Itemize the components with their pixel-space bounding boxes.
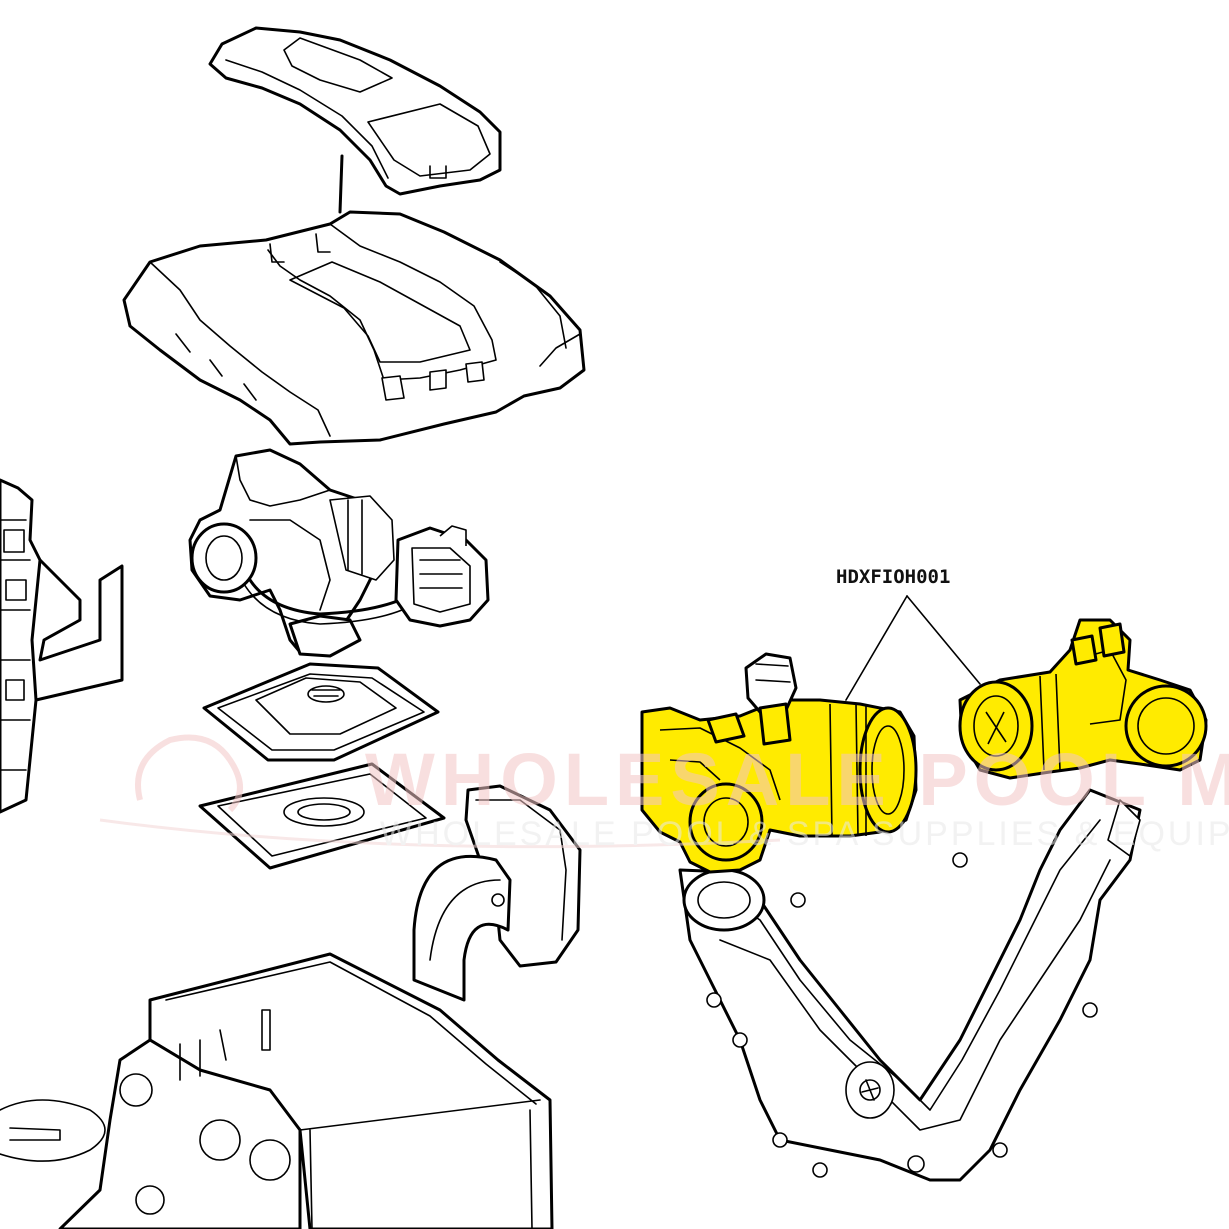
water-manifold-part (678, 788, 1142, 1182)
leader-line-right (906, 595, 981, 685)
part-number-label: HDXFIOH001 (836, 566, 950, 588)
burner-tray-part (202, 662, 440, 762)
heat-exchanger-cabinet-part (0, 952, 554, 1229)
control-board-part (0, 478, 124, 814)
inlet-outlet-header-right-part (958, 618, 1208, 780)
leader-line-left (845, 595, 908, 701)
watermark-brand: WHOLESALE POOL MART (365, 738, 1229, 821)
top-access-panel-part (208, 26, 502, 214)
watermark: WHOLESALE POOL MART WHOLESALE POOL & SPA… (99, 734, 1229, 853)
burner-gasket-part (198, 762, 446, 870)
cabinet-cover-part (122, 210, 586, 446)
watermark-tagline: WHOLESALE POOL & SPA SUPPLIES & EQUIPMEN… (380, 815, 1229, 853)
exhaust-elbow-part (412, 784, 582, 1002)
blower-assembly-part (188, 448, 490, 658)
inlet-outlet-header-left-part (640, 652, 918, 874)
part-callout: HDXFIOH001 (836, 566, 981, 701)
